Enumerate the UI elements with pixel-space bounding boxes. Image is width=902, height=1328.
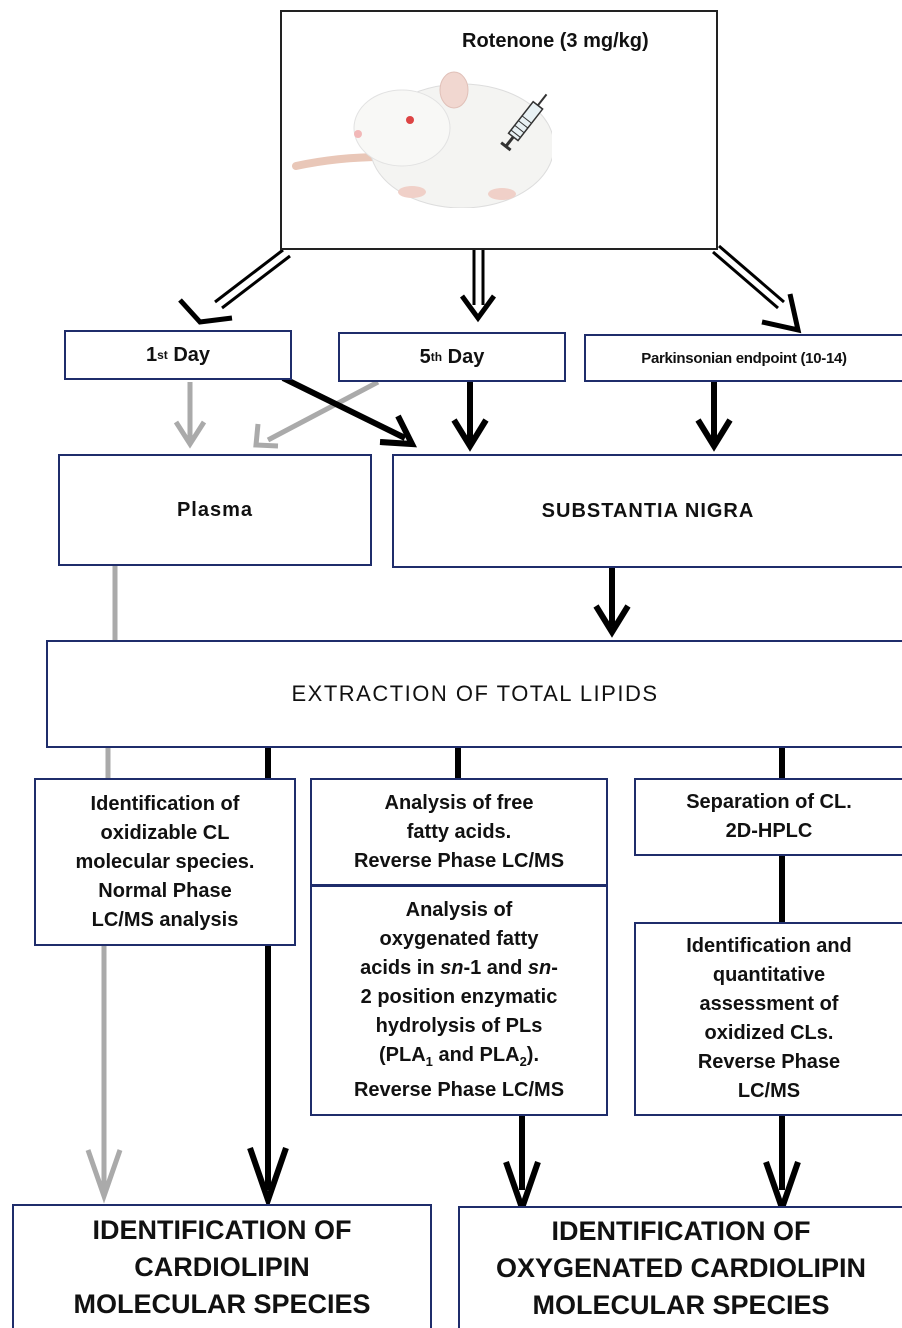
cardiolipin-line-2: CARDIOLIPIN bbox=[134, 1251, 310, 1282]
free-fa-line-2: fatty acids. bbox=[406, 820, 512, 843]
oxygenated-fa-box: Analysis of oxygenated fatty acids in sn… bbox=[310, 884, 608, 1116]
extraction-label: EXTRACTION OF TOTAL LIPIDS bbox=[291, 681, 659, 706]
black-arrow-oxyfa-result bbox=[503, 1116, 541, 1218]
extraction-box: EXTRACTION OF TOTAL LIPIDS bbox=[46, 640, 902, 748]
day5-number: 5 bbox=[419, 345, 431, 368]
cardiolipin-line-3: MOLECULAR SPECIES bbox=[73, 1288, 371, 1319]
free-fa-line-1: Analysis of free bbox=[384, 791, 534, 814]
plasma-box: Plasma bbox=[58, 454, 372, 566]
identification-box: Identification of oxidizable CL molecula… bbox=[34, 778, 296, 946]
oxy-fa-line-2: oxygenated fatty bbox=[379, 928, 539, 950]
day5-label: Day bbox=[442, 345, 485, 368]
identification-line-5: LC/MS analysis bbox=[91, 908, 239, 931]
oxygenated-line-3: MOLECULAR SPECIES bbox=[532, 1289, 830, 1320]
quant-line-6: LC/MS bbox=[737, 1080, 801, 1102]
separation-box: Separation of CL. 2D-HPLC bbox=[634, 778, 902, 856]
oxy-fa-line-1: Analysis of bbox=[405, 899, 513, 921]
rotenone-label: Rotenone (3 mg/kg) bbox=[462, 30, 649, 52]
plasma-label: Plasma bbox=[176, 498, 254, 521]
day1-suffix: st bbox=[157, 348, 168, 362]
day5-suffix: th bbox=[430, 350, 443, 364]
gray-line-plasma-result bbox=[85, 566, 123, 1204]
cardiolipin-line-1: IDENTIFICATION OF bbox=[92, 1214, 352, 1245]
rat-eye bbox=[406, 116, 414, 124]
separation-line-2: 2D-HPLC bbox=[725, 820, 813, 842]
open-arrow-center bbox=[459, 250, 497, 323]
rat-illustration bbox=[292, 71, 552, 208]
black-arrow-sn-extraction bbox=[593, 568, 631, 638]
quant-line-3: assessment of bbox=[699, 993, 839, 1015]
gray-arrow-day1-plasma bbox=[173, 382, 207, 449]
oxy-fa-line-6: (PLA1 and PLA2). bbox=[378, 1044, 540, 1069]
quant-line-4: oxidized CLs. bbox=[704, 1022, 834, 1044]
day1-number: 1 bbox=[145, 343, 158, 366]
black-arrow-day1-sn bbox=[281, 375, 418, 448]
rat-head bbox=[353, 89, 451, 167]
substantia-nigra-label: SUBSTANTIA NIGRA bbox=[541, 499, 755, 522]
identification-line-1: Identification of bbox=[90, 792, 240, 815]
syringe-icon bbox=[500, 93, 548, 152]
oxygenated-line-2: OXYGENATED CARDIOLIPIN bbox=[495, 1252, 867, 1283]
black-arrow-endpoint-sn bbox=[695, 382, 733, 452]
endpoint-label: Parkinsonian endpoint (10-14) bbox=[641, 349, 847, 367]
oxygenated-line-1: IDENTIFICATION OF bbox=[551, 1215, 811, 1246]
oxy-fa-line-5: hydrolysis of PLs bbox=[375, 1015, 543, 1037]
gray-arrow-day5-plasma bbox=[253, 379, 380, 449]
black-arrow-quant-result bbox=[763, 1116, 801, 1218]
identification-line-4: Normal Phase bbox=[98, 879, 232, 902]
endpoint-box: Parkinsonian endpoint (10-14) bbox=[584, 334, 902, 382]
free-fatty-acids-box: Analysis of free fatty acids. Reverse Ph… bbox=[310, 778, 608, 886]
free-fa-line-3: Reverse Phase LC/MS bbox=[353, 849, 565, 872]
quant-line-5: Reverse Phase bbox=[697, 1051, 841, 1073]
black-line-extraction-identification bbox=[247, 748, 289, 1210]
quant-line-2: quantitative bbox=[712, 964, 826, 986]
oxygenated-result-box: IDENTIFICATION OF OXYGENATED CARDIOLIPIN… bbox=[458, 1206, 902, 1328]
black-arrow-day5-sn bbox=[451, 382, 489, 452]
open-arrow-left bbox=[178, 248, 291, 325]
day1-label: Day bbox=[167, 343, 211, 366]
identification-line-2: oxidizable CL bbox=[100, 821, 230, 844]
substantia-nigra-box: SUBSTANTIA NIGRA bbox=[392, 454, 902, 568]
oxy-fa-line-3: acids in sn-1 and sn- bbox=[360, 957, 558, 979]
cardiolipin-result-box: IDENTIFICATION OF CARDIOLIPIN MOLECULAR … bbox=[12, 1204, 432, 1328]
open-arrow-right bbox=[712, 244, 802, 334]
quantitative-box: Identification and quantitative assessme… bbox=[634, 922, 902, 1116]
oxy-fa-line-4: 2 position enzymatic bbox=[360, 986, 558, 1008]
quant-line-1: Identification and bbox=[686, 935, 852, 957]
oxy-fa-line-7: Reverse Phase LC/MS bbox=[353, 1079, 565, 1101]
rat-ear bbox=[439, 71, 469, 109]
rat-nose bbox=[354, 130, 362, 138]
separation-line-1: Separation of CL. bbox=[686, 791, 852, 813]
identification-line-3: molecular species. bbox=[75, 850, 255, 873]
